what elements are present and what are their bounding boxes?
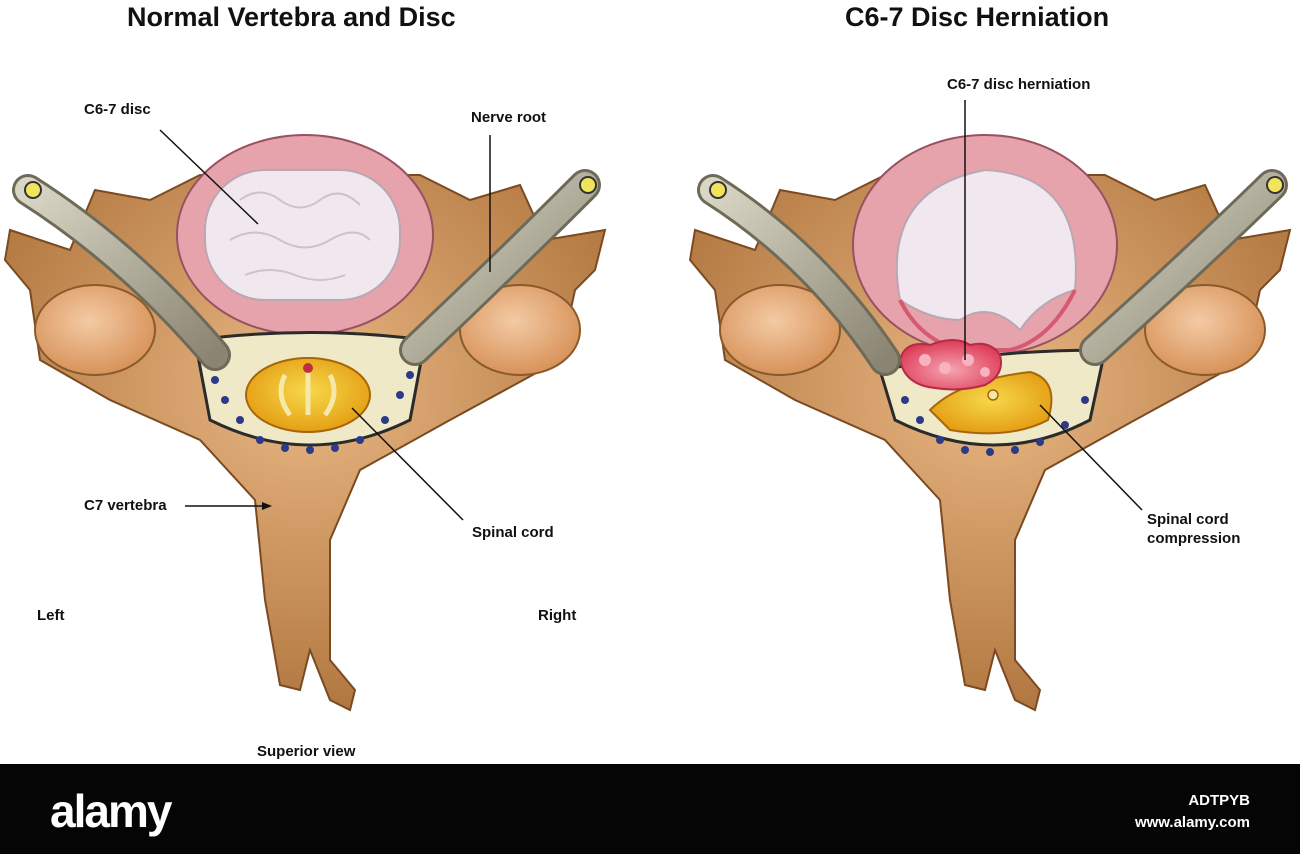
spinal-cord-label: Spinal cord	[472, 524, 554, 541]
nerve-root-label: Nerve root	[471, 109, 547, 126]
image-id: ADTPYB	[1188, 792, 1250, 809]
normal-title: Normal Vertebra and Disc	[127, 2, 456, 32]
right-orientation-label: Right	[538, 607, 577, 624]
normal-vertebra	[3, 134, 607, 712]
compression-leader-line	[1039, 404, 1143, 511]
vertebra-leader-arrow	[262, 502, 272, 510]
herniated-disc	[852, 134, 1118, 356]
epidural-fat-right	[901, 396, 1089, 456]
disc-leader-line	[159, 129, 259, 225]
right-facet-right	[1144, 284, 1266, 376]
left-facet	[34, 284, 156, 376]
disc-label: C6-7 disc	[84, 101, 151, 118]
left-nerve-root	[12, 174, 231, 371]
illustration	[3, 100, 1292, 712]
left-orientation-label: Left	[37, 607, 65, 624]
herniation-title: C6-7 Disc Herniation	[845, 2, 1110, 32]
right-facet	[459, 284, 581, 376]
spinal-cord-leader-line	[351, 407, 464, 521]
c6-7-disc	[176, 134, 434, 336]
herniation-mass	[898, 339, 1002, 391]
left-facet-right	[719, 284, 841, 376]
view-label: Superior view	[257, 743, 356, 760]
herniation-label: C6-7 disc herniation	[947, 76, 1091, 93]
compression-label-line2: compression	[1147, 530, 1241, 547]
footer-bar: alamy ADTPYB www.alamy.com	[0, 764, 1300, 854]
right-nerve-root	[399, 169, 601, 366]
left-nerve-root-right	[697, 174, 901, 376]
footer-url: www.alamy.com	[1134, 814, 1250, 831]
alamy-logo: alamy	[50, 785, 172, 837]
spinal-cord	[245, 357, 371, 433]
right-nerve-root-right	[1079, 169, 1288, 366]
vertebra-label: C7 vertebra	[84, 497, 167, 514]
compression-label-line1: Spinal cord	[1147, 511, 1229, 528]
herniated-vertebra	[688, 134, 1292, 712]
epidural-fat	[211, 371, 414, 454]
